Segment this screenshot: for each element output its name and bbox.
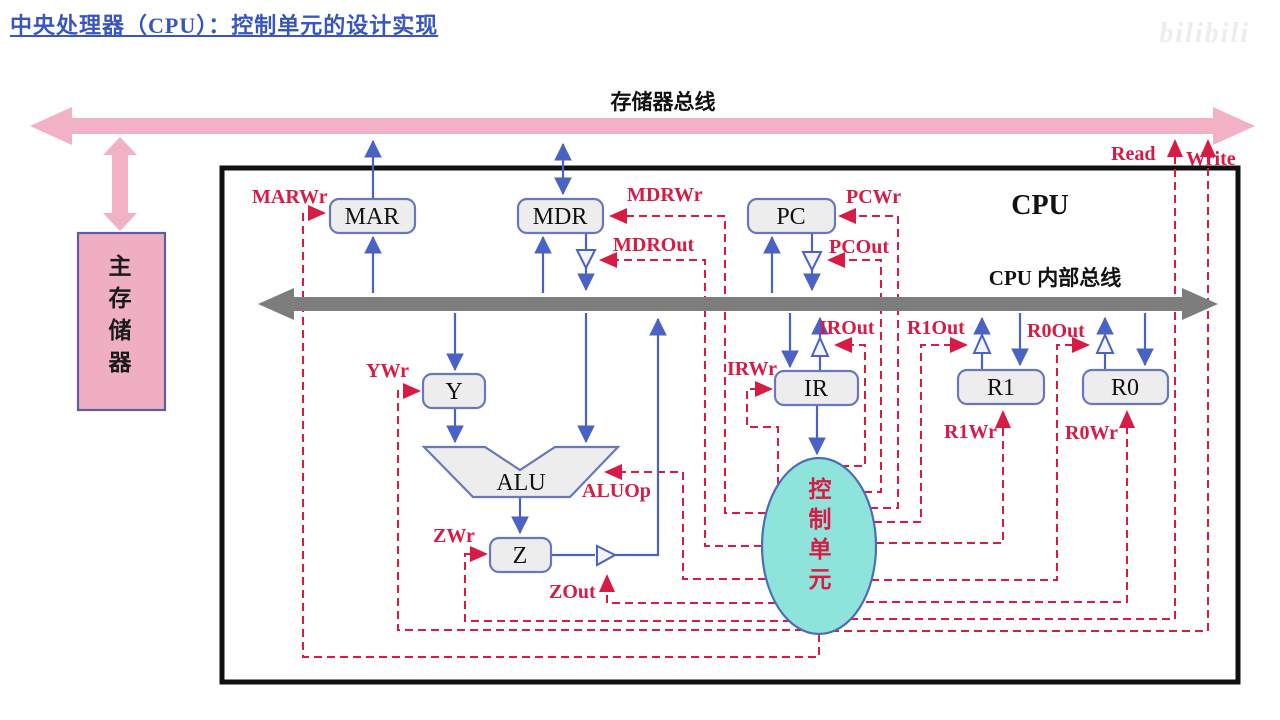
zout-label: ZOut (549, 581, 596, 603)
signal-line-irout (834, 337, 866, 467)
r1-output-buffer (972, 332, 992, 354)
signal-line-marwr (302, 205, 820, 658)
register-r0 (1081, 368, 1170, 406)
mdr-output-buffer (575, 249, 597, 271)
register-r1 (956, 368, 1046, 406)
ir-label: IR (804, 376, 828, 402)
signal-line-zout (599, 574, 776, 604)
main-memory-label: 主存储器 (105, 254, 130, 382)
write-label: Write (1186, 148, 1236, 170)
ir-output-buffer (810, 335, 830, 357)
y-label: Y (445, 379, 462, 405)
cpu-internal-bus (258, 288, 1218, 320)
pc-output-buffer (801, 251, 823, 273)
register-mar (328, 197, 417, 235)
signal-line-irwr (746, 381, 779, 485)
alu-shape (421, 445, 621, 499)
register-ir (773, 369, 860, 407)
aluop-label: ALUOp (582, 480, 651, 502)
read-label: Read (1111, 143, 1155, 165)
control-unit-label: 控制单元 (805, 477, 830, 597)
ywr-label: YWr (366, 360, 409, 382)
signal-line-r1out (874, 337, 968, 523)
main-memory-box (76, 231, 167, 412)
register-mdr (516, 197, 605, 235)
control-unit (760, 456, 878, 636)
cpu-box (219, 165, 1241, 685)
signal-line-r1wr (876, 410, 1011, 544)
z-label: Z (513, 543, 528, 569)
signal-line-pcwr (838, 208, 899, 509)
alu-label: ALU (496, 470, 545, 496)
zwr-label: ZWr (433, 525, 475, 547)
r1out-label: R1Out (907, 317, 965, 339)
r0out-label: R0Out (1027, 320, 1085, 342)
memory-bus-label: 存储器总线 (611, 90, 716, 114)
data-line-zbuffer-to-bus (615, 317, 667, 557)
pcout-label: PCOut (829, 236, 889, 258)
irout-label: IROut (819, 317, 875, 339)
page-title: 中央处理器（CPU）：控制单元的设计实现 (10, 13, 439, 38)
z-output-buffer (596, 544, 618, 567)
cpu-label: CPU (1011, 190, 1069, 221)
mar-label: MAR (345, 204, 400, 230)
mdr-label: MDR (533, 204, 588, 230)
irwr-label: IRWr (727, 358, 777, 380)
signal-line-mdrout (599, 252, 762, 547)
register-z (488, 536, 553, 574)
r1-label: R1 (987, 375, 1015, 401)
marwr-label: MARWr (252, 186, 328, 208)
signal-line-ywr (397, 383, 803, 631)
r0wr-label: R0Wr (1065, 422, 1118, 444)
pcwr-label: PCWr (846, 186, 901, 208)
signal-line-aluop (604, 464, 766, 580)
signal-line-r0out (871, 337, 1090, 581)
r1wr-label: R1Wr (944, 421, 997, 443)
signal-line-mdrwr (609, 208, 766, 514)
register-y (421, 372, 487, 410)
signal-line-r0wr (866, 410, 1135, 603)
signal-line-zwr (464, 546, 791, 622)
register-pc (746, 197, 837, 235)
internal-bus-label: CPU 内部总线 (989, 266, 1121, 290)
memory-bus (30, 107, 1255, 145)
mdrout-label: MDROut (613, 234, 694, 256)
signal-line-pcout (827, 252, 882, 493)
pc-label: PC (776, 204, 805, 230)
bilibili-watermark: bilibili (1159, 18, 1250, 49)
mdrwr-label: MDRWr (627, 184, 703, 206)
r0-output-buffer (1095, 332, 1115, 354)
r0-label: R0 (1111, 375, 1139, 401)
memory-bus-connector (103, 137, 137, 231)
